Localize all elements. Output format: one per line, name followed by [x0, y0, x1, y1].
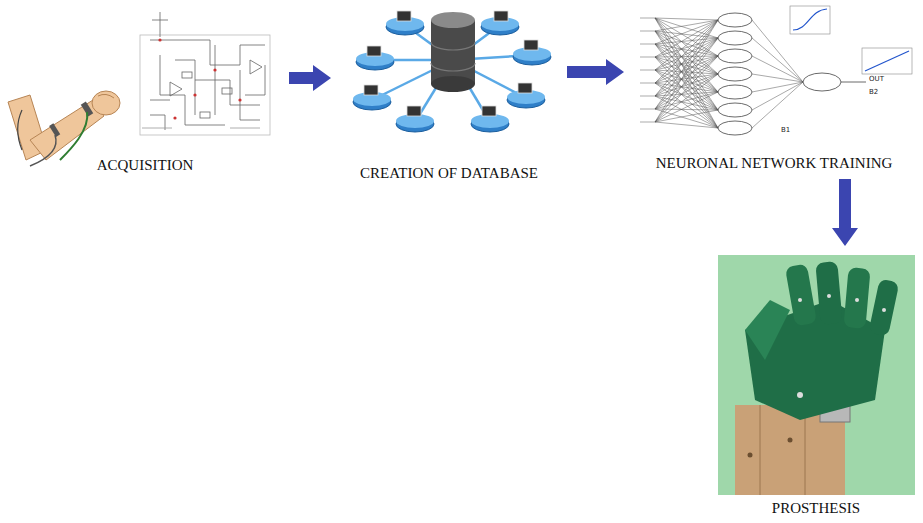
network-label: B1 — [780, 126, 791, 134]
stage-node: ACQUISITION — [5, 5, 285, 177]
stage-node: CREATION OF DATABASE — [335, 0, 563, 185]
block-arrow — [567, 59, 624, 85]
stage-caption: PROSTHESIS — [772, 499, 860, 517]
prosthesis-photo — [718, 255, 915, 495]
circuit-schematic — [140, 12, 270, 135]
neural-network-illustration — [640, 6, 912, 135]
stage-caption: NEURONAL NETWORK TRAINING — [656, 154, 893, 172]
block-arrow — [832, 179, 858, 246]
stage-caption: CREATION OF DATABASE — [360, 164, 538, 182]
database-illustration — [353, 11, 551, 132]
network-label: OUT — [868, 75, 885, 83]
stage-node: PROSTHESIS — [712, 250, 920, 520]
block-arrow — [289, 65, 331, 91]
stage-caption: ACQUISITION — [97, 156, 194, 174]
network-label: B2 — [868, 88, 879, 96]
arm-illustration — [8, 91, 120, 166]
